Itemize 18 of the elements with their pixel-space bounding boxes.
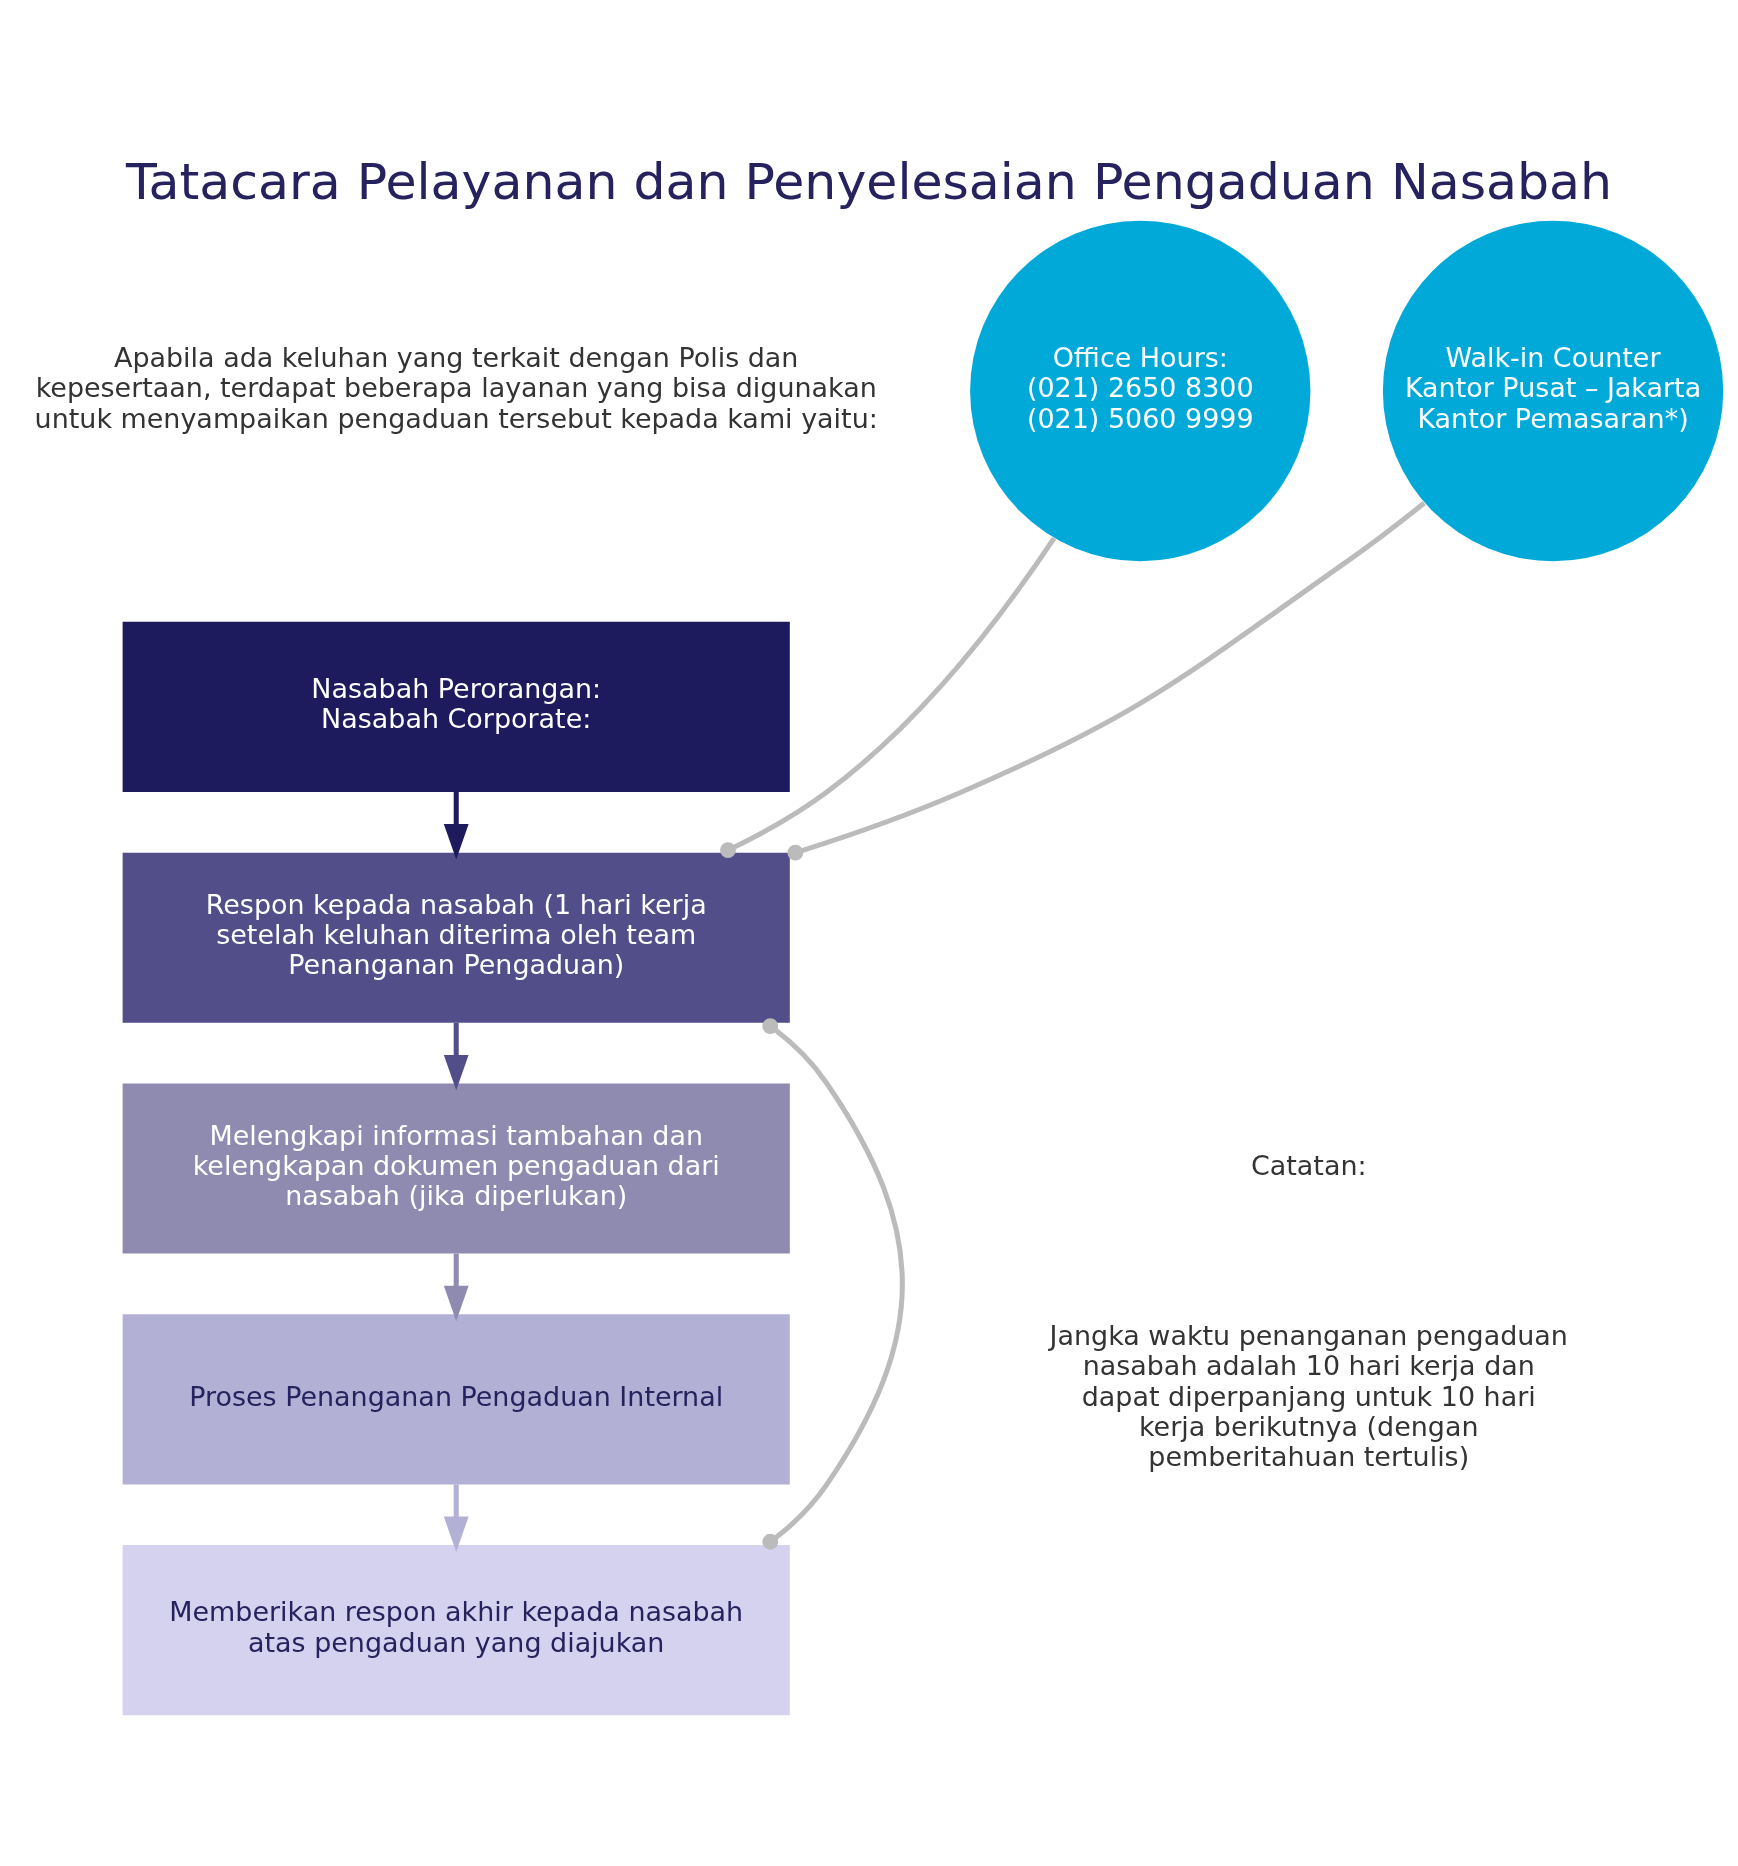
node-box: Proses Penanganan Pengaduan Internal — [122, 1313, 790, 1484]
diagram-title: Tatacara Pelayanan dan Penyelesaian Pengaduan Nasabah — [125, 151, 1613, 211]
arrow — [443, 791, 469, 859]
node-box: Nasabah Perorangan: Nasabah Corporate: — [122, 621, 790, 792]
arrow — [443, 1483, 469, 1552]
connector — [787, 500, 1426, 861]
node-box: Respon kepada nasabah (1 hari kerja setelah keluhan diterima oleh team Penanganan Pengaduan) — [122, 852, 790, 1023]
node-box: Melengkapi informasi tambahan dan kelengkapan dokumen pengaduan dari nasabah (jika diperlukan) — [122, 1082, 790, 1254]
label: Jangka waktu penanganan pengaduan nasabah adalah 10 hari kerja dan dapat diperpanjang untuk 10 hari kerja berikutnya (dengan pemberitahuan tertulis) — [1049, 1319, 1568, 1472]
label: Apabila ada keluhan yang terkait dengan Polis dan kepesertaan, terdapat beberapa layanan yang bisa digunakan untuk menyampaikan pengaduan tersebut kepada kami yaitu: — [34, 341, 878, 434]
label: Catatan: — [1250, 1149, 1367, 1181]
node-circle: Office Hours: (021) 2650 8300 (021) 5060 9999 — [970, 220, 1311, 561]
arrow — [443, 1253, 469, 1321]
node-circle: Walk-in Counter Kantor Pusat – Jakarta Kantor Pemasaran*) — [1382, 220, 1724, 561]
node-box: Memberikan respon akhir kepada nasabah atas pengaduan yang diajukan — [122, 1544, 790, 1715]
connector — [720, 536, 1057, 858]
connector — [762, 1017, 905, 1550]
arrow — [443, 1022, 469, 1090]
